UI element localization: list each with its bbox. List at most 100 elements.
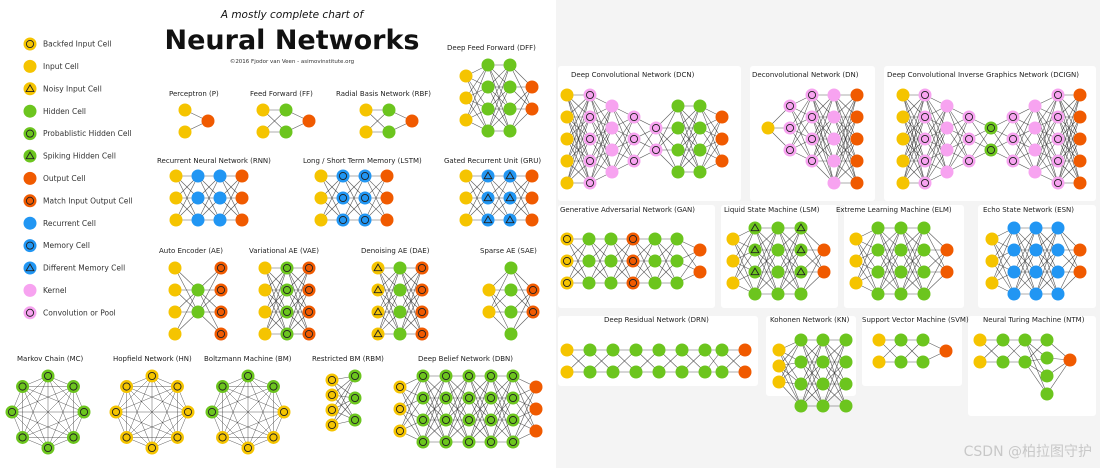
network-20-cell-2-0 [916,333,930,347]
network-11-cell-1-4 [583,176,597,190]
network-10-cell-1-1 [504,283,518,297]
network-13-cell-8-1 [1073,110,1087,124]
network-14-cell-2-1 [604,254,618,268]
network-11-cell-4-1 [649,143,663,157]
network-21-cell-3-0 [1040,333,1054,347]
legend-label-8: Recurrent Cell [43,219,96,228]
network-11-cell-6-3 [693,165,707,179]
chart-subtitle: A mostly complete chart of [220,9,366,21]
network-2-cell-1-1 [382,125,396,139]
ring-1-cell-4 [145,441,159,455]
network-6-cell-0-0 [459,169,473,183]
network-label-15: Liquid State Machine (LSM) [724,206,820,214]
ring-2-cell-1 [266,380,280,394]
network-19-cell-2-3 [816,399,830,413]
network-8-cell-0-0 [258,261,272,275]
network-14-cell-5-1 [670,254,684,268]
dbn-cell-3-2 [462,413,476,427]
ring-0-cell-7 [16,380,30,394]
network-6-cell-2-1 [503,191,517,205]
chart-title: Neural Networks [165,25,420,56]
network-8-cell-1-0 [280,261,294,275]
dbn-cell-4-2 [484,413,498,427]
network-19-cell-2-2 [816,377,830,391]
network-label-14: Generative Adversarial Network (GAN) [560,206,695,214]
network-15-cell-2-1 [771,243,785,257]
dbn-cell-0-2 [393,424,407,438]
network-14-cell-4-2 [648,276,662,290]
network-label-20: Support Vector Machine (SVM) [862,316,969,324]
network-14-cell-0-0 [560,232,574,246]
network-7-cell-2-0 [214,261,228,275]
network-17-cell-4-0 [1073,243,1087,257]
network-label-18: Deep Residual Network (DRN) [604,316,709,324]
network-8-cell-2-3 [302,327,316,341]
network-21-cell-3-2 [1040,369,1054,383]
network-16-cell-0-2 [849,276,863,290]
network-13-cell-0-0 [896,88,910,102]
network-3-cell-1-1 [481,80,495,94]
network-10-cell-1-3 [504,327,518,341]
network-19-cell-2-0 [816,333,830,347]
legend-label-2: Noisy Input Cell [43,84,102,93]
network-16-cell-1-1 [871,243,885,257]
rbm-hidden-1 [348,391,362,405]
network-17-cell-2-2 [1029,265,1043,279]
network-18-cell-7-0 [715,343,729,357]
network-10-cell-1-2 [504,305,518,319]
network-8-cell-0-1 [258,283,272,297]
ring-0-cell-3 [66,430,80,444]
network-16-cell-1-2 [871,265,885,279]
network-13-cell-0-3 [896,154,910,168]
network-15-cell-1-3 [748,287,762,301]
network-11-cell-5-2 [671,143,685,157]
network-13-cell-3-0 [962,110,976,124]
legend-label-7: Match Input Output Cell [43,196,133,205]
network-15-cell-3-2 [794,265,808,279]
network-12-cell-3-1 [827,110,841,124]
network-1-cell-2-0 [302,114,316,128]
ring-1-cell-1 [170,380,184,394]
network-19-cell-2-1 [816,355,830,369]
network-19-cell-1-1 [794,355,808,369]
network-17-cell-0-1 [985,254,999,268]
network-11-cell-3-2 [627,154,641,168]
network-17-cell-1-0 [1007,221,1021,235]
network-13-cell-7-3 [1051,154,1065,168]
network-20-cell-0-1 [872,355,886,369]
network-7-cell-0-0 [168,261,182,275]
network-17-cell-3-2 [1051,265,1065,279]
network-13-cell-4-1 [984,143,998,157]
network-5-cell-0-1 [314,191,328,205]
network-13-cell-5-2 [1006,154,1020,168]
network-13-cell-6-2 [1028,143,1042,157]
network-5-cell-3-2 [380,213,394,227]
rbm-hidden-2 [348,413,362,427]
network-12-cell-1-1 [783,121,797,135]
network-3-cell-0-2 [459,113,473,127]
network-11-cell-1-0 [583,88,597,102]
network-12-cell-2-1 [805,110,819,124]
ring-label-2: Boltzmann Machine (BM) [204,355,292,363]
network-1-cell-1-0 [279,103,293,117]
network-5-cell-1-0 [336,169,350,183]
network-5-cell-2-1 [358,191,372,205]
network-14-cell-0-2 [560,276,574,290]
network-19-cell-3-3 [839,399,853,413]
network-10-cell-2-1 [526,305,540,319]
network-16-cell-3-1 [917,243,931,257]
network-14-cell-3-1 [626,254,640,268]
network-13-cell-2-2 [940,143,954,157]
network-19-cell-3-1 [839,355,853,369]
ring-0-cell-2 [77,405,91,419]
rbm-hidden-0 [348,369,362,383]
network-16-cell-3-3 [917,287,931,301]
network-10-cell-0-0 [482,283,496,297]
network-19-cell-1-0 [794,333,808,347]
network-7-cell-0-2 [168,305,182,319]
network-4-cell-3-2 [235,213,249,227]
network-label-16: Extreme Learning Machine (ELM) [836,206,952,214]
network-11-cell-0-0 [560,88,574,102]
network-21-cell-2-0 [1018,333,1032,347]
